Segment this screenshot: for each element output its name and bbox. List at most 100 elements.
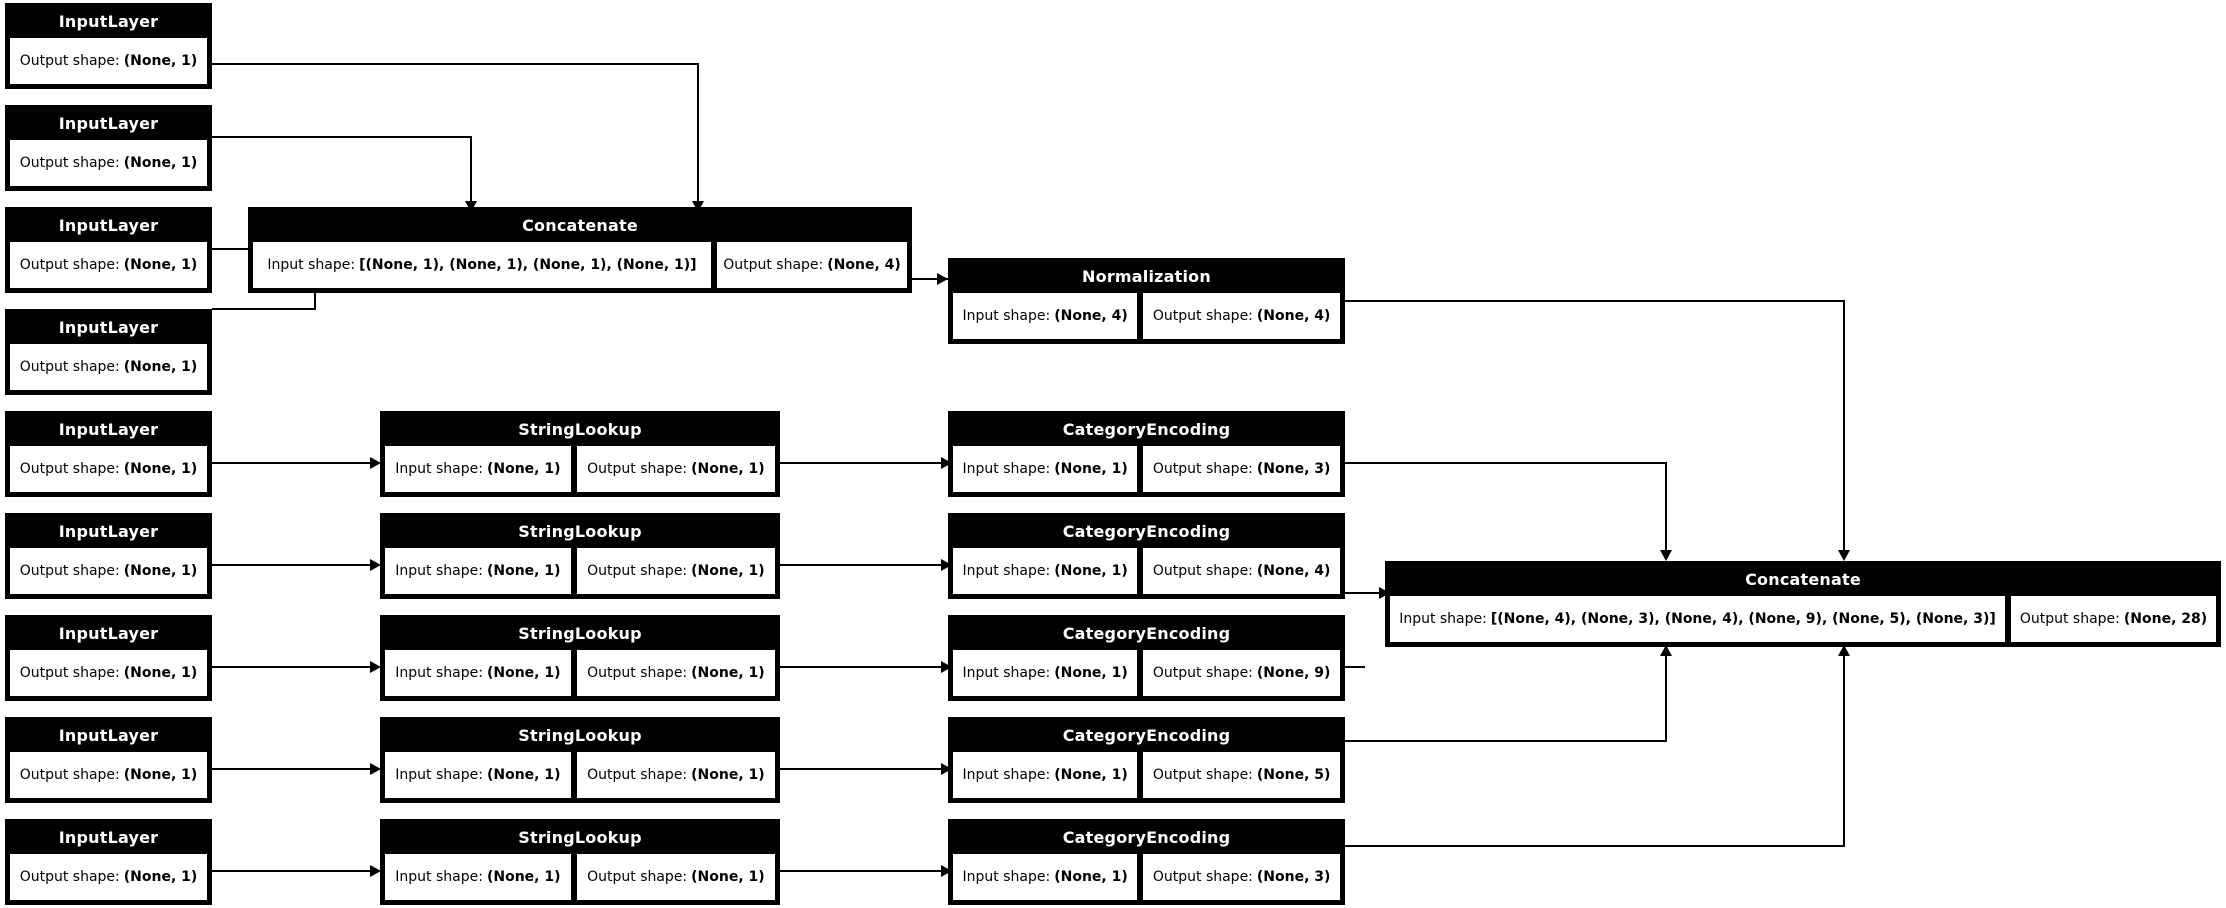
edge-sl5-ce5-h [780, 870, 943, 872]
output-shape-label: Output shape: [1152, 869, 1253, 885]
node-categoryencoding-4[interactable]: CategoryEncoding Input shape: (None, 1) … [948, 717, 1345, 803]
edge-input1-concat-h [212, 63, 699, 65]
output-shape-cell: Output shape: (None, 28) [2010, 595, 2217, 643]
input-shape-value: [(None, 1), (None, 1), (None, 1), (None,… [359, 257, 697, 273]
node-input-layer-9[interactable]: InputLayer Output shape: (None, 1) [5, 819, 212, 905]
node-rows: Input shape: (None, 1) Output shape: (No… [382, 853, 778, 903]
input-shape-cell: Input shape: (None, 1) [952, 853, 1139, 901]
input-shape-label: Input shape: [395, 461, 483, 477]
input-shape-cell: Input shape: (None, 1) [952, 751, 1139, 799]
edge-sl5-ce5-arrowhead [941, 865, 952, 877]
node-input-layer-3[interactable]: InputLayer Output shape: (None, 1) [5, 207, 212, 293]
input-shape-label: Input shape: [395, 869, 483, 885]
node-rows: Output shape: (None, 1) [7, 343, 210, 393]
output-shape-value: (None, 1) [691, 665, 765, 681]
input-shape-cell: Input shape: (None, 1) [384, 751, 572, 799]
edge-ce4-concatall-h [1345, 740, 1667, 742]
edge-input8-sl4-arrowhead [370, 763, 381, 775]
output-shape-cell: Output shape: (None, 1) [9, 139, 208, 187]
input-shape-label: Input shape: [267, 257, 356, 273]
node-categoryencoding-1[interactable]: CategoryEncoding Input shape: (None, 1) … [948, 411, 1345, 497]
output-shape-cell: Output shape: (None, 1) [9, 445, 208, 493]
node-stringlookup-1[interactable]: StringLookup Input shape: (None, 1) Outp… [380, 411, 780, 497]
node-title: StringLookup [382, 719, 778, 751]
node-categoryencoding-3[interactable]: CategoryEncoding Input shape: (None, 1) … [948, 615, 1345, 701]
output-shape-value: (None, 1) [123, 563, 198, 579]
edge-ce5-concatall-v [1843, 655, 1845, 847]
node-stringlookup-2[interactable]: StringLookup Input shape: (None, 1) Outp… [380, 513, 780, 599]
input-shape-value: (None, 1) [486, 869, 561, 885]
input-shape-value: (None, 1) [1054, 767, 1128, 783]
input-shape-value: (None, 1) [1054, 461, 1128, 477]
edge-normalization-concatall-arrowhead [1838, 550, 1850, 561]
node-rows: Output shape: (None, 1) [7, 547, 210, 597]
output-shape-value: (None, 1) [123, 767, 198, 783]
node-title: StringLookup [382, 413, 778, 445]
node-stringlookup-4[interactable]: StringLookup Input shape: (None, 1) Outp… [380, 717, 780, 803]
node-input-layer-8[interactable]: InputLayer Output shape: (None, 1) [5, 717, 212, 803]
node-title: Normalization [950, 260, 1343, 292]
output-shape-label: Output shape: [1152, 308, 1253, 324]
input-shape-value: (None, 1) [1054, 563, 1128, 579]
edge-input2-concat-v [470, 136, 472, 203]
node-rows: Input shape: (None, 1) Output shape: (No… [382, 445, 778, 495]
node-input-layer-4[interactable]: InputLayer Output shape: (None, 1) [5, 309, 212, 395]
input-shape-value: (None, 1) [486, 767, 561, 783]
edge-sl1-ce1-h [780, 462, 943, 464]
node-input-layer-2[interactable]: InputLayer Output shape: (None, 1) [5, 105, 212, 191]
output-shape-cell: Output shape: (None, 5) [1142, 751, 1341, 799]
output-shape-label: Output shape: [19, 359, 120, 375]
output-shape-value: (None, 3) [1256, 461, 1331, 477]
edge-sl2-ce2-h [780, 564, 943, 566]
input-shape-cell: Input shape: (None, 1) [384, 445, 572, 493]
node-concatenate-all[interactable]: Concatenate Input shape: [(None, 4), (No… [1385, 561, 2221, 647]
output-shape-cell: Output shape: (None, 1) [9, 853, 208, 901]
node-input-layer-5[interactable]: InputLayer Output shape: (None, 1) [5, 411, 212, 497]
node-title: InputLayer [7, 107, 210, 139]
edge-sl4-ce4-arrowhead [941, 763, 952, 775]
edge-concat-normalization-arrowhead [937, 273, 948, 285]
node-rows: Input shape: (None, 4) Output shape: (No… [950, 292, 1343, 342]
output-shape-cell: Output shape: (None, 1) [9, 547, 208, 595]
output-shape-label: Output shape: [587, 869, 688, 885]
output-shape-value: (None, 4) [827, 257, 901, 273]
input-shape-label: Input shape: [962, 767, 1051, 783]
input-shape-cell: Input shape: [(None, 1), (None, 1), (Non… [252, 241, 712, 289]
output-shape-value: (None, 5) [1256, 767, 1331, 783]
output-shape-value: (None, 1) [123, 869, 198, 885]
node-categoryencoding-5[interactable]: CategoryEncoding Input shape: (None, 1) … [948, 819, 1345, 905]
output-shape-label: Output shape: [19, 563, 120, 579]
node-rows: Output shape: (None, 1) [7, 37, 210, 87]
input-shape-cell: Input shape: (None, 1) [384, 649, 572, 697]
node-normalization[interactable]: Normalization Input shape: (None, 4) Out… [948, 258, 1345, 344]
node-input-layer-1[interactable]: InputLayer Output shape: (None, 1) [5, 3, 212, 89]
node-concatenate-numeric[interactable]: Concatenate Input shape: [(None, 1), (No… [248, 207, 912, 293]
node-stringlookup-5[interactable]: StringLookup Input shape: (None, 1) Outp… [380, 819, 780, 905]
output-shape-label: Output shape: [1152, 665, 1253, 681]
node-title: CategoryEncoding [950, 515, 1343, 547]
output-shape-value: (None, 4) [1256, 563, 1331, 579]
output-shape-cell: Output shape: (None, 4) [1142, 547, 1341, 595]
node-title: InputLayer [7, 617, 210, 649]
edge-concat-normalization-h [912, 278, 950, 280]
output-shape-value: (None, 1) [691, 461, 765, 477]
output-shape-value: (None, 28) [2123, 611, 2208, 627]
output-shape-label: Output shape: [587, 563, 688, 579]
edge-input9-sl5-arrowhead [370, 865, 381, 877]
node-categoryencoding-2[interactable]: CategoryEncoding Input shape: (None, 1) … [948, 513, 1345, 599]
node-stringlookup-3[interactable]: StringLookup Input shape: (None, 1) Outp… [380, 615, 780, 701]
input-shape-label: Input shape: [395, 767, 483, 783]
edge-sl3-ce3-arrowhead [941, 661, 952, 673]
edge-ce2-concatall-arrowhead [1379, 587, 1390, 599]
edge-input1-concat-arrowhead [692, 201, 704, 212]
node-title: InputLayer [7, 311, 210, 343]
node-input-layer-6[interactable]: InputLayer Output shape: (None, 1) [5, 513, 212, 599]
node-title: InputLayer [7, 719, 210, 751]
output-shape-label: Output shape: [587, 767, 688, 783]
output-shape-value: (None, 1) [123, 359, 198, 375]
input-shape-cell: Input shape: (None, 1) [952, 445, 1139, 493]
input-shape-value: (None, 1) [1054, 869, 1128, 885]
node-input-layer-7[interactable]: InputLayer Output shape: (None, 1) [5, 615, 212, 701]
node-rows: Input shape: [(None, 4), (None, 3), (Non… [1387, 595, 2219, 645]
edge-ce5-concatall-arrowhead [1838, 645, 1850, 656]
